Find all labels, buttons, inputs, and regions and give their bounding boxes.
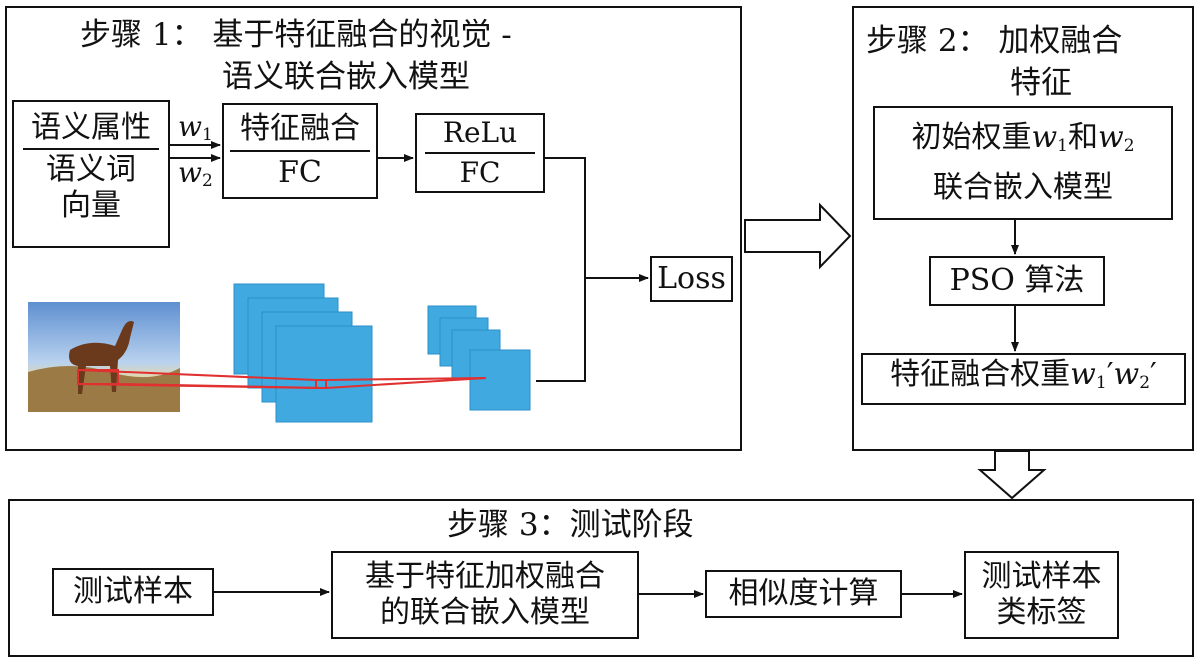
step3-title: 步骤 3：测试阶段 bbox=[447, 507, 694, 543]
pso-box: PSO 算法 bbox=[929, 256, 1105, 306]
horse-image bbox=[28, 302, 180, 412]
step1-title-line2: 语义联合嵌入模型 bbox=[222, 59, 470, 95]
fusion-divider bbox=[230, 150, 370, 152]
feature-fusion-label: 特征融合 bbox=[240, 111, 360, 146]
relu-label: ReLu bbox=[442, 116, 518, 149]
semantic-word-label: 语义词 bbox=[46, 152, 136, 187]
weight-w2-label: w2 bbox=[178, 156, 213, 192]
weight-w1-label: w1 bbox=[178, 110, 213, 146]
semantic-divider bbox=[23, 148, 159, 150]
relu-fc-label: FC bbox=[459, 156, 501, 189]
loss-box: Loss bbox=[650, 256, 733, 302]
hollow-arrow-step1-step2 bbox=[744, 202, 852, 270]
final-weights-label: 特征融合权重w1′w2′ bbox=[890, 357, 1157, 393]
similarity-label: 相似度计算 bbox=[728, 576, 879, 611]
similarity-box: 相似度计算 bbox=[705, 570, 902, 618]
relu-fc-box: ReLu FC bbox=[415, 113, 545, 193]
feature-map-stack-1 bbox=[233, 283, 373, 423]
relu-divider bbox=[424, 152, 536, 154]
step1-panel bbox=[5, 6, 742, 451]
final-weights-box: 特征融合权重w1′w2′ bbox=[861, 353, 1186, 405]
weighted-fusion-label-1: 基于特征加权融合 bbox=[365, 559, 605, 594]
fusion-fc-label: FC bbox=[278, 155, 322, 190]
weighted-fusion-label-2: 的联合嵌入模型 bbox=[380, 595, 590, 630]
step3-panel bbox=[8, 499, 1194, 657]
step2-title-line1: 步骤 2： 加权融合 bbox=[866, 23, 1123, 59]
semantic-attribute-label: 语义属性 bbox=[31, 110, 151, 145]
test-sample-label: 测试样本 bbox=[73, 574, 193, 609]
pso-label: PSO 算法 bbox=[949, 263, 1085, 298]
wire-cnn-loss bbox=[536, 278, 586, 382]
test-sample-box: 测试样本 bbox=[52, 568, 214, 616]
semantic-input-box: 语义属性 语义词 向量 bbox=[12, 100, 170, 248]
weighted-fusion-model-box: 基于特征加权融合 的联合嵌入模型 bbox=[331, 551, 639, 639]
wire-relu-loss bbox=[545, 157, 586, 278]
joint-embedding-label: 联合嵌入模型 bbox=[933, 170, 1113, 205]
step1-title-line1: 步骤 1： 基于特征融合的视觉 - bbox=[80, 17, 512, 53]
initial-weights-label: 初始权重w1和w2 bbox=[911, 120, 1135, 156]
initial-weights-box: 初始权重w1和w2 联合嵌入模型 bbox=[873, 106, 1173, 220]
receptive-field-lines bbox=[77, 369, 487, 389]
class-label-line2: 类标签 bbox=[996, 595, 1087, 630]
class-label-line1: 测试样本 bbox=[981, 559, 1102, 594]
class-label-box: 测试样本 类标签 bbox=[964, 551, 1119, 639]
hollow-arrow-step2-step3 bbox=[977, 450, 1047, 500]
feature-map-stack-2 bbox=[427, 305, 531, 411]
loss-label: Loss bbox=[657, 261, 726, 296]
semantic-vector-label: 向量 bbox=[61, 188, 121, 223]
step2-title-line2: 特征 bbox=[1010, 65, 1072, 101]
feature-fusion-fc-box: 特征融合 FC bbox=[222, 103, 378, 199]
